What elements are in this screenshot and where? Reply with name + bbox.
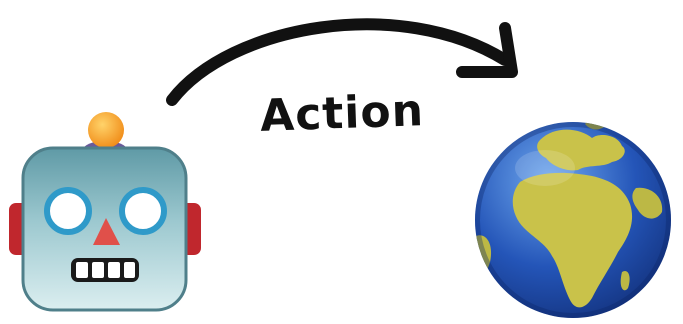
action-label: Action bbox=[251, 75, 433, 151]
